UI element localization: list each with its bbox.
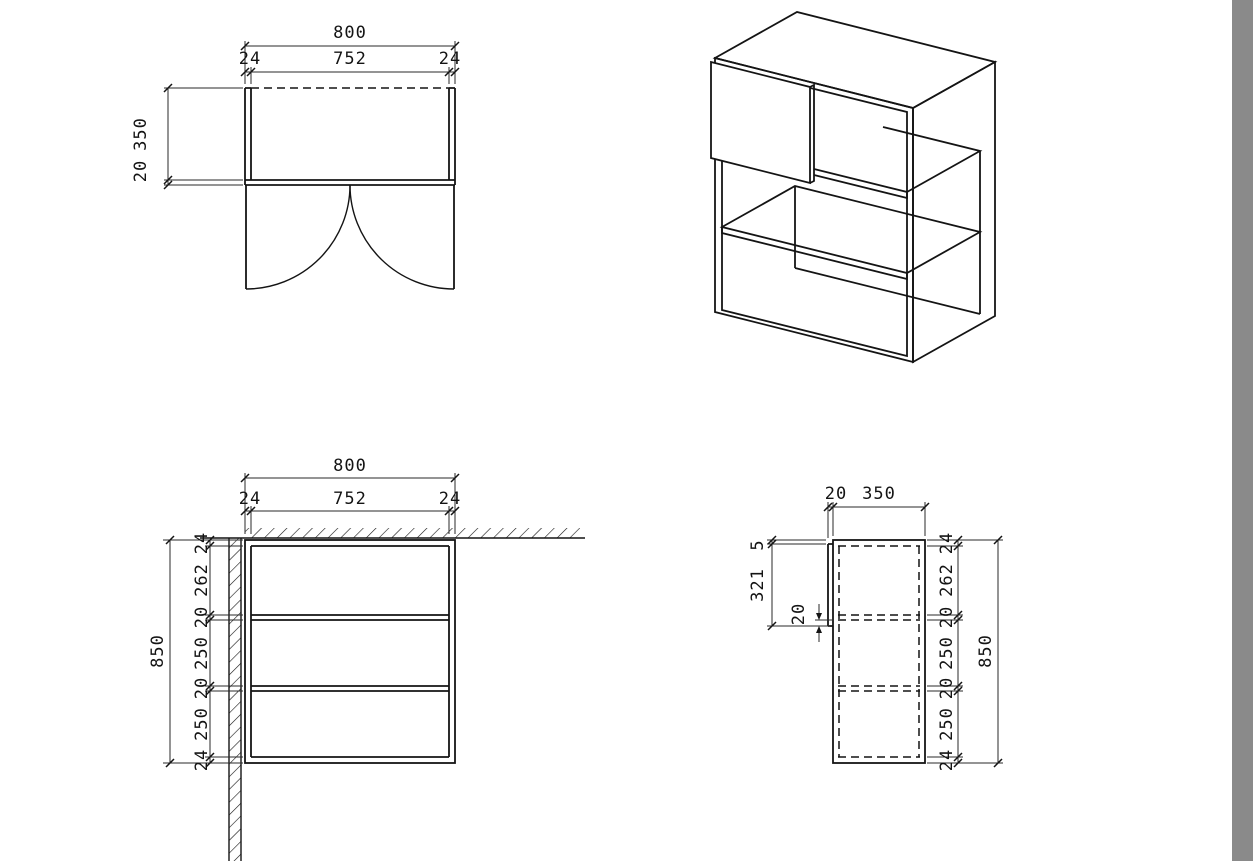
iso-shelf-lower [719, 185, 983, 274]
side-dim-height-total: 850 [976, 634, 996, 668]
plan-dim-width-total: 800 [333, 23, 367, 43]
front-cabinet [244, 539, 456, 764]
plan-dim-left-panel: 24 [239, 49, 261, 69]
side-dim-ticks [767, 502, 1003, 768]
front-dim-seg-5: 20 [192, 677, 212, 699]
front-dim-seg-3: 20 [192, 606, 212, 628]
plan-dim-right-panel: 24 [439, 49, 461, 69]
side-extension-lines-left [767, 539, 832, 627]
ceiling-hatch [245, 528, 580, 538]
front-dim-seg-1: 24 [192, 532, 212, 554]
side-cabinet-outline [832, 539, 926, 764]
plan-cabinet-outline [244, 87, 456, 186]
side-dim-door-thickness: 20 [825, 484, 847, 504]
front-dim-right-panel: 24 [439, 489, 461, 509]
side-view: 20 350 5 321 20 24 262 20 250 20 250 24 … [748, 484, 1003, 771]
side-dim-door-overlap: 20 [789, 603, 809, 625]
iso-back-corners [794, 151, 981, 315]
isometric-view [710, 11, 998, 364]
front-view: 800 24 752 24 24 262 20 250 20 250 24 85… [148, 456, 585, 861]
side-dim-seg-7: 24 [937, 749, 957, 771]
plan-dimensions: 800 24 752 24 350 20 [131, 23, 461, 190]
side-dim-top-gap: 5 [748, 539, 768, 550]
front-dim-inner-width: 752 [333, 489, 367, 509]
plan-dim-ticks [163, 41, 460, 190]
plan-left-door-arc [245, 184, 351, 290]
overlap-arrow-up-icon [816, 626, 822, 633]
side-dim-seg-1: 24 [937, 532, 957, 554]
front-dim-seg-7: 24 [192, 749, 212, 771]
iso-door-panel [710, 60, 811, 185]
wall-hatch [229, 538, 241, 861]
plan-left-side-panel [244, 87, 252, 185]
front-extension-lines-left [163, 539, 243, 764]
iso-door-edge [809, 83, 815, 184]
front-shelf-lines [251, 614, 449, 692]
side-dim-seg-4: 250 [937, 636, 957, 670]
plan-dim-door-thickness: 20 [131, 160, 151, 182]
side-dim-seg-5: 20 [937, 677, 957, 699]
plan-view: 800 24 752 24 350 20 [131, 23, 461, 290]
front-dim-ticks [165, 473, 460, 768]
plan-dim-inner-width: 752 [333, 49, 367, 69]
side-cabinet-section [827, 539, 926, 764]
plan-extension-lines-top [244, 41, 456, 84]
side-extension-lines-right [927, 539, 1003, 764]
front-dim-width-total: 800 [333, 456, 367, 476]
iso-front-face [714, 56, 914, 364]
front-dim-height-total: 850 [148, 634, 168, 668]
front-dim-seg-6: 250 [192, 707, 212, 741]
window-edge-strip [1232, 0, 1253, 861]
side-hidden-lines [838, 545, 920, 758]
iso-shelf-lower-thickness [721, 227, 908, 281]
iso-interior [719, 126, 983, 315]
side-dim-seg-3: 20 [937, 606, 957, 628]
iso-shelf-upper [813, 126, 983, 200]
side-dim-seg-2: 262 [937, 563, 957, 597]
iso-carcass [712, 11, 998, 364]
front-cabinet-inner-frame [250, 545, 450, 758]
overlap-arrow-down-icon [816, 613, 822, 620]
plan-door-swing [245, 184, 455, 290]
side-dim-seg-6: 250 [937, 707, 957, 741]
iso-door [710, 60, 815, 185]
side-dim-depth: 350 [862, 484, 896, 504]
side-dim-door-height: 321 [748, 568, 768, 602]
front-dim-seg-4: 250 [192, 636, 212, 670]
front-dimensions: 800 24 752 24 24 262 20 250 20 250 24 85… [148, 456, 461, 771]
front-wall-ceiling [200, 528, 585, 861]
plan-extension-lines-left [164, 87, 243, 186]
plan-right-side-panel [448, 87, 456, 185]
front-extension-lines-top [244, 473, 456, 534]
front-dim-seg-2: 262 [192, 563, 212, 597]
side-dimensions: 20 350 5 321 20 24 262 20 250 20 250 24 … [748, 484, 1003, 771]
front-cabinet-outline [244, 539, 456, 764]
plan-right-door-arc [349, 184, 455, 290]
front-dim-left-panel: 24 [239, 489, 261, 509]
iso-right-face [912, 60, 996, 364]
plan-dim-depth: 350 [131, 117, 151, 151]
